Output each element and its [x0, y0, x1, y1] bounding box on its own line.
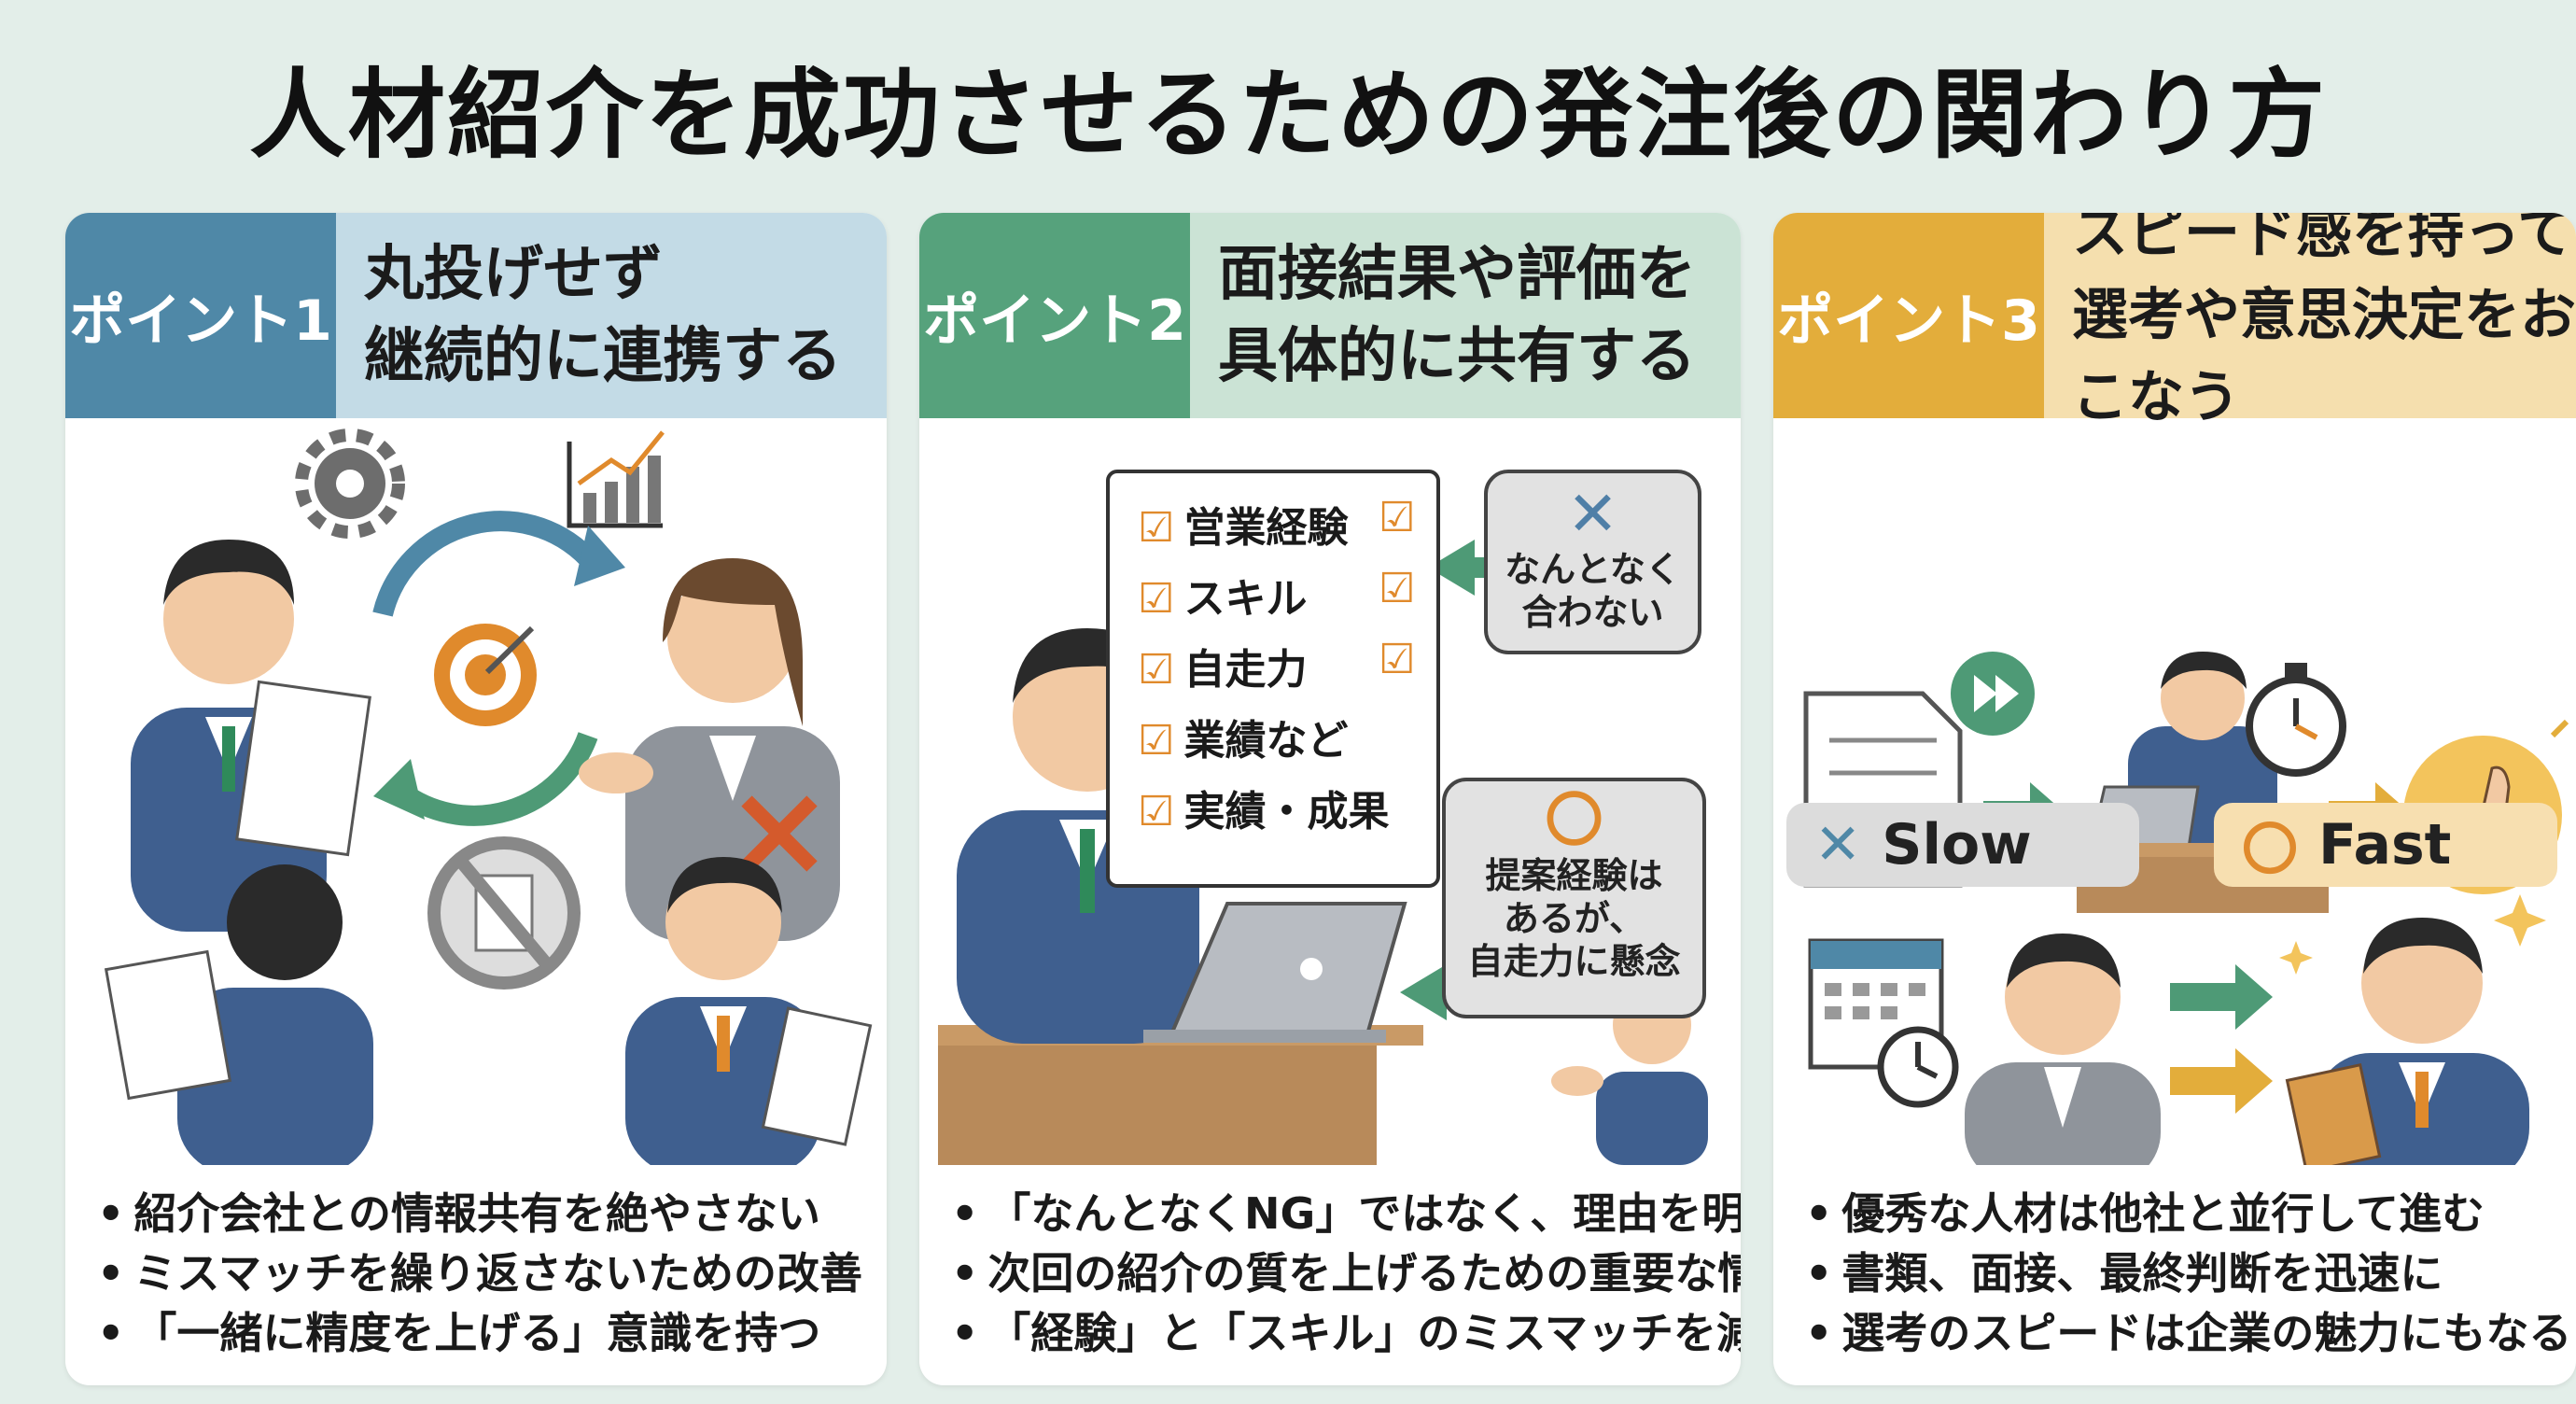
point1-bullet-2: ミスマッチを繰り返さないための改善: [97, 1243, 877, 1303]
x-mark-icon: [741, 795, 818, 872]
point3-bullets: 優秀な人材は他社と並行して進む 書類、面接、最終判断を迅速に 選考のスピードは企…: [1805, 1184, 2571, 1363]
clock-icon: [1877, 1026, 1959, 1108]
note-o-line1: 提案経験は: [1485, 855, 1663, 896]
point2-heading-line1: 面接結果や評価を: [1218, 240, 1696, 309]
point1-panel: ポイント1 丸投げせず 継続的に連携する: [65, 213, 887, 1385]
point2-tag: ポイント2: [919, 213, 1190, 418]
point2-heading-line2: 具体的に共有する: [1218, 322, 1696, 391]
point3-heading-line1: スピード感を持って: [2072, 213, 2573, 266]
note-o-line3: 自走力に懸念: [1467, 941, 1681, 982]
point3-header: ポイント3 スピード感を持って 選考や意思決定をおこなう: [1773, 213, 2576, 430]
point3-bullet-1: 優秀な人材は他社と並行して進む: [1805, 1184, 2567, 1243]
fast-forward-icon: [1951, 652, 2035, 736]
point3-bullet-3: 選考のスピードは企業の魅力にもなる: [1805, 1303, 2571, 1363]
point3-bullet-2: 書類、面接、最終判断を迅速に: [1805, 1243, 2567, 1303]
checklist-item: ☑営業経験: [1138, 504, 1349, 552]
checklist-item: ☑業績など: [1138, 717, 1349, 765]
note-x-line2: 合わない: [1521, 592, 1664, 633]
circle-mark-icon: 〇: [1545, 786, 1603, 854]
sparkle-icon: [2550, 719, 2569, 738]
slow-label-text: Slow: [1882, 812, 2032, 878]
specific-feedback-note: 〇 提案経験は あるが、 自走力に懸念: [1442, 778, 1706, 1018]
target-icon: [434, 624, 537, 726]
point3-tag: ポイント3: [1773, 213, 2044, 418]
point3-illustration: [1803, 652, 2569, 1165]
point2-bullet-1: 「なんとなくNG」ではなく、理由を明確に: [951, 1184, 1741, 1243]
checklist-item: ☑実績・成果: [1138, 788, 1390, 835]
check-mark-icon: ☑: [1379, 636, 1416, 683]
note-x-line1: なんとなく: [1505, 549, 1681, 590]
point1-tag: ポイント1: [65, 213, 336, 418]
fast-label-text: Fast: [2318, 812, 2452, 878]
arrow-right-icon: [2170, 1048, 2273, 1114]
cycle-arrows: [372, 511, 625, 826]
laptop-icon: [1143, 902, 1407, 1043]
note-o-line2: あるが、: [1503, 898, 1645, 939]
businessman-back-figure: [104, 864, 373, 1165]
point2-bullet-3: 「経験」と「スキル」のミスマッチを減らす: [951, 1303, 1741, 1363]
businessman-figure-2: [625, 857, 873, 1165]
fast-label: 〇 Fast: [2214, 803, 2557, 887]
check-mark-icon: ☑: [1379, 565, 1416, 612]
sparkle-icon: [2494, 894, 2546, 947]
point1-heading-line1: 丸投げせず: [364, 240, 663, 309]
point1-heading-line2: 継続的に連携する: [364, 322, 842, 391]
x-mark-icon: ✕: [1814, 812, 1862, 878]
desk: [938, 1039, 1377, 1165]
evaluation-checklist: ☑営業経験 ☑スキル ☑自走力 ☑業績など ☑実績・成果 ☑ ☑ ☑: [1106, 470, 1440, 888]
point1-bullet-3: 「一緒に精度を上げる」意識を持つ: [97, 1303, 877, 1363]
point2-bullet-2: 次回の紹介の質を上げるための重要な情報: [951, 1243, 1741, 1303]
circle-mark-icon: 〇: [2242, 817, 2298, 883]
point1-illustration: [104, 428, 873, 1165]
gear-icon: [295, 428, 405, 539]
point3-heading-line2: 選考や意思決定をおこなう: [2072, 283, 2576, 430]
point3-panel: ポイント3 スピード感を持って 選考や意思決定をおこなう: [1773, 213, 2576, 1385]
point1-heading: 丸投げせず 継続的に連携する: [336, 213, 887, 418]
point2-header: ポイント2 面接結果や評価を 具体的に共有する: [919, 213, 1741, 418]
point1-bullets: 紹介会社との情報共有を絶やさない ミスマッチを繰り返さないための改善 「一緒に精…: [97, 1184, 877, 1363]
point2-bullets: 「なんとなくNG」ではなく、理由を明確に 次回の紹介の質を上げるための重要な情報…: [951, 1184, 1741, 1363]
fast-businessman-figure: [2279, 894, 2546, 1165]
businessman-figure: [131, 540, 371, 932]
stopwatch-icon: [2246, 663, 2346, 777]
sparkle-icon: [2279, 941, 2313, 975]
chart-icon: [567, 430, 665, 528]
point3-heading: スピード感を持って 選考や意思決定をおこなう: [2044, 213, 2576, 430]
check-mark-icon: ☑: [1379, 494, 1416, 541]
slow-label: ✕ Slow: [1786, 803, 2139, 887]
vague-feedback-note: ✕ なんとなく 合わない: [1484, 470, 1701, 654]
no-document-icon: [427, 836, 581, 990]
slow-businessman-figure: [1965, 934, 2161, 1165]
point2-heading: 面接結果や評価を 具体的に共有する: [1190, 213, 1741, 418]
point1-bullet-1: 紹介会社との情報共有を絶やさない: [97, 1184, 877, 1243]
checklist-item: ☑スキル: [1138, 575, 1308, 623]
checklist-item: ☑自走力: [1138, 646, 1308, 694]
x-mark-icon: ✕: [1566, 478, 1619, 550]
arrow-right-icon: [2170, 964, 2273, 1030]
page-title: 人材紹介を成功させるための発注後の関わり方: [248, 58, 2327, 172]
point2-panel: ポイント2 面接結果や評価を 具体的に共有する: [919, 213, 1741, 1385]
point1-header: ポイント1 丸投げせず 継続的に連携する: [65, 213, 887, 418]
